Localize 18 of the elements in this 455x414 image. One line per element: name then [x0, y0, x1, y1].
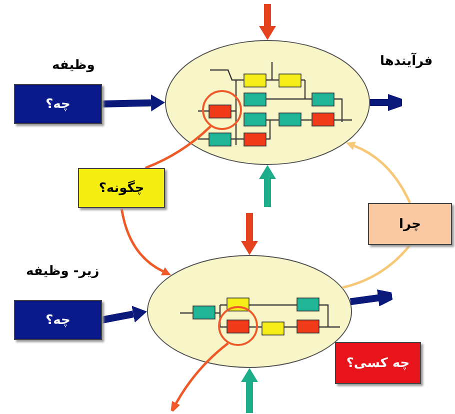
question-box: چه؟	[14, 300, 102, 340]
arrow	[346, 142, 412, 204]
heading: وظیفه	[52, 58, 95, 73]
question-box: چگونه؟	[78, 168, 165, 208]
question-box: چه؟	[14, 84, 102, 124]
arrow	[259, 4, 276, 40]
arrow	[102, 94, 165, 112]
arrow	[101, 306, 147, 324]
question-box: چه کسی؟	[335, 342, 421, 384]
heading: زیر- وظیفه	[26, 264, 100, 279]
arrow	[259, 165, 276, 207]
arrow	[120, 208, 171, 276]
highlight-circle	[218, 306, 258, 346]
arrow	[241, 213, 258, 255]
question-box: چرا	[368, 203, 452, 245]
heading: فرآیندها	[380, 54, 433, 69]
highlight-circle	[202, 90, 242, 130]
arrow	[241, 368, 258, 413]
